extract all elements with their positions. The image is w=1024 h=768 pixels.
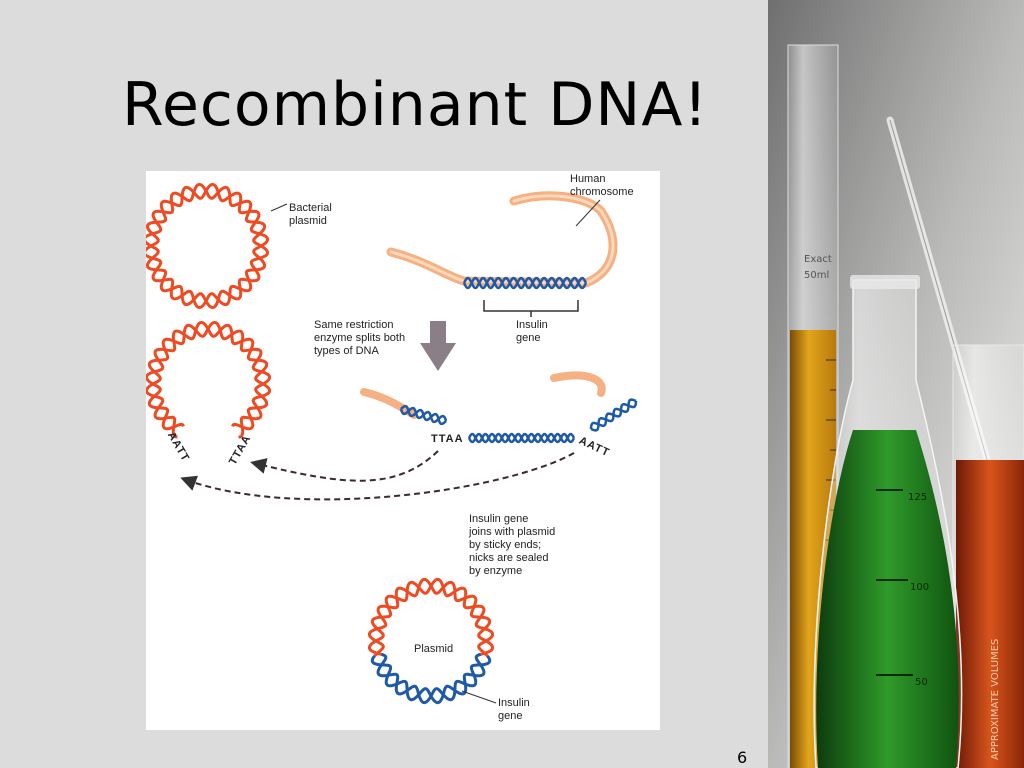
chromosome-pointer <box>575 199 601 227</box>
insulin-gene-top-shape <box>462 276 588 290</box>
label-insulin-gene-bottom: Insulin gene <box>498 697 530 722</box>
human-chromosome-shape <box>386 191 618 288</box>
slide-title: Recombinant DNA! <box>122 70 709 140</box>
flask-mark-3: 50 <box>915 677 928 688</box>
chromosome-right-piece <box>550 371 606 397</box>
beaker-text: APPROXIMATE VOLUMES <box>990 639 1001 760</box>
flask-mark-2: 100 <box>910 582 929 593</box>
label-insulin-gene-top: Insulin gene <box>516 319 548 344</box>
diagram-drawing <box>146 182 638 705</box>
recombinant-dna-diagram: Bacterial plasmid Human chromosome Insul… <box>146 171 660 730</box>
bacterial-plasmid-shape <box>146 182 270 310</box>
dashed-arrow-2 <box>180 452 575 501</box>
sticky-end-gene-left: TTAA <box>431 433 464 445</box>
down-arrow <box>420 321 456 371</box>
cut-plasmid-shape <box>146 320 272 439</box>
lab-glassware-photo: Exact 50ml APPROXIMATE VOLUMES 125 100 5… <box>768 0 1024 768</box>
dashed-arrow-1 <box>250 450 439 482</box>
label-human-chromosome: Human chromosome <box>570 173 634 198</box>
insulin-pointer-bottom <box>461 690 497 704</box>
recombinant-plasmid-shape <box>367 577 495 705</box>
glassware-illustration: Exact 50ml APPROXIMATE VOLUMES 125 100 5… <box>768 0 1024 768</box>
label-bacterial-plasmid: Bacterial plasmid <box>289 202 332 227</box>
tube-volume-text: 50ml <box>804 270 829 281</box>
label-plasmid: Plasmid <box>414 643 454 655</box>
plasmid-pointer <box>270 203 288 212</box>
insulin-gene-cut-shape <box>467 432 576 444</box>
label-joining-step: Insulin gene joins with plasmid by stick… <box>469 513 556 577</box>
page-number: 6 <box>737 748 748 767</box>
label-restriction-enzyme: Same restriction enzyme splits both type… <box>314 319 406 357</box>
chromosome-left-piece <box>360 388 418 419</box>
tube-brand-text: Exact <box>804 254 832 265</box>
flask-mark-1: 125 <box>908 492 927 503</box>
gene-bracket <box>483 300 579 312</box>
